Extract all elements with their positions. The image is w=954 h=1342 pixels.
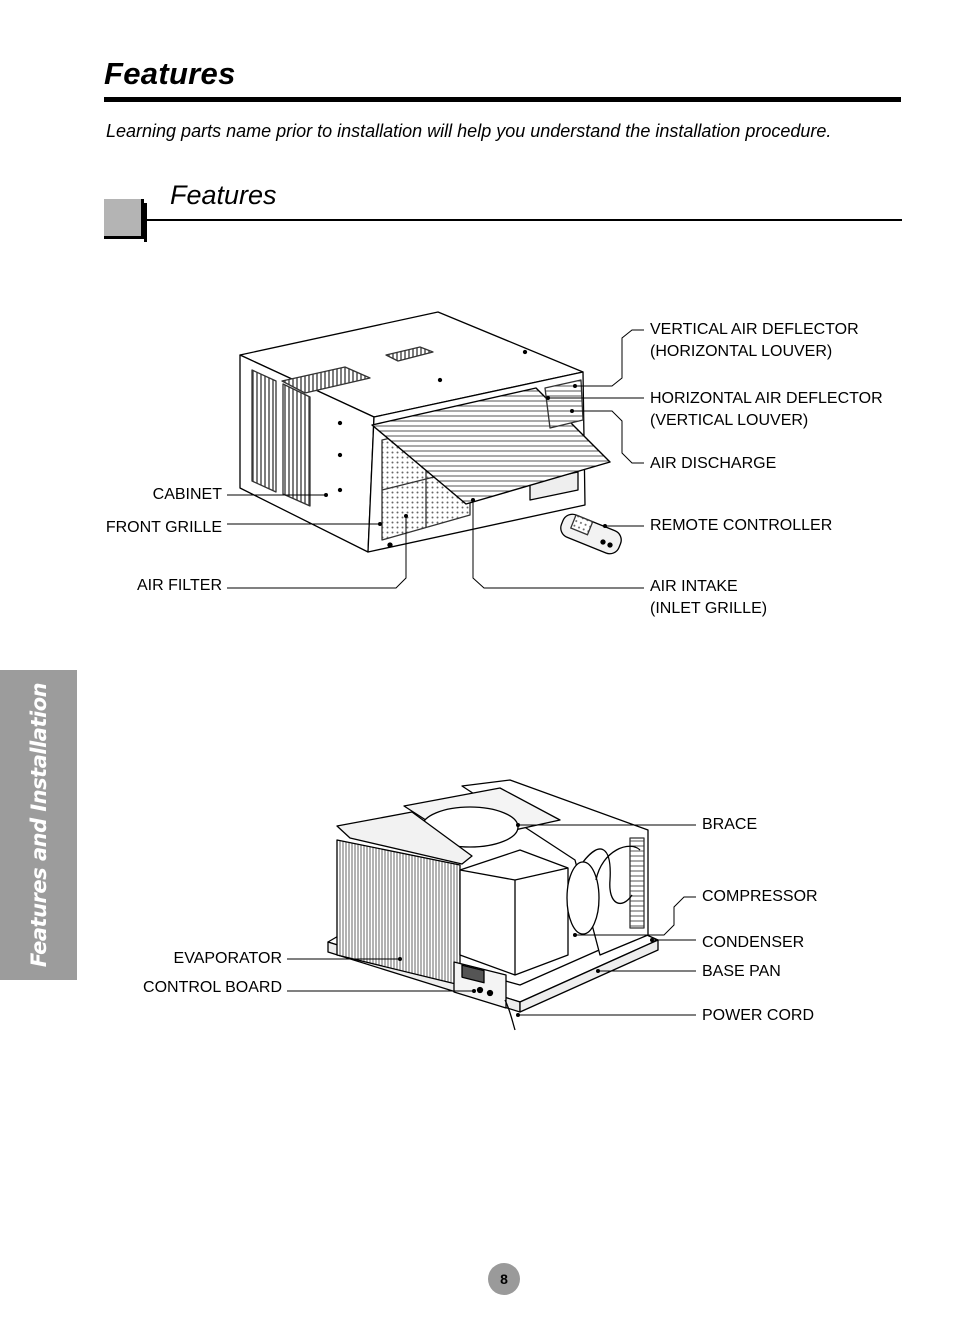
remote-controller-illustration (560, 513, 622, 555)
side-tab (0, 670, 77, 980)
label-compressor: COMPRESSOR (702, 888, 818, 905)
label-vertical-louver: (VERTICAL LOUVER) (650, 412, 809, 429)
page-number: 8 (488, 1263, 520, 1295)
label-air-intake: AIR INTAKE (650, 578, 738, 595)
interior-leader-dots (398, 823, 654, 1017)
label-horizontal-louver: (HORIZONTAL LOUVER) (650, 343, 833, 360)
label-cabinet: CABINET (152, 486, 222, 503)
interior-leader-lines (287, 824, 696, 1016)
label-control-board: CONTROL BOARD (143, 979, 282, 996)
label-vertical-air-deflector: VERTICAL AIR DEFLECTOR (650, 321, 859, 338)
label-front-grille: FRONT GRILLE (105, 519, 222, 536)
label-air-discharge: AIR DISCHARGE (650, 455, 777, 472)
section-rule (147, 219, 902, 221)
exterior-leader-dots (324, 384, 607, 528)
page-subtitle: Learning parts name prior to installatio… (106, 121, 832, 141)
page-title: Features (104, 56, 236, 91)
label-horizontal-air-deflector: HORIZONTAL AIR DEFLECTOR (650, 390, 883, 407)
exterior-leader-lines (227, 329, 644, 589)
label-power-cord: POWER CORD (702, 1007, 814, 1024)
section-marker (104, 199, 144, 239)
label-inlet-grille: (INLET GRILLE) (650, 600, 768, 617)
ac-exterior-illustration (239, 311, 611, 553)
section-marker-bar (144, 203, 147, 242)
label-evaporator: EVAPORATOR (173, 950, 282, 967)
title-rule (104, 97, 901, 102)
ac-interior-illustration (327, 779, 659, 1031)
label-base-pan: BASE PAN (702, 963, 781, 980)
label-remote-controller: REMOTE CONTROLLER (650, 517, 833, 534)
label-condenser: CONDENSER (702, 934, 805, 951)
section-title: Features (170, 180, 277, 210)
label-brace: BRACE (702, 816, 758, 833)
label-air-filter: AIR FILTER (136, 577, 222, 594)
